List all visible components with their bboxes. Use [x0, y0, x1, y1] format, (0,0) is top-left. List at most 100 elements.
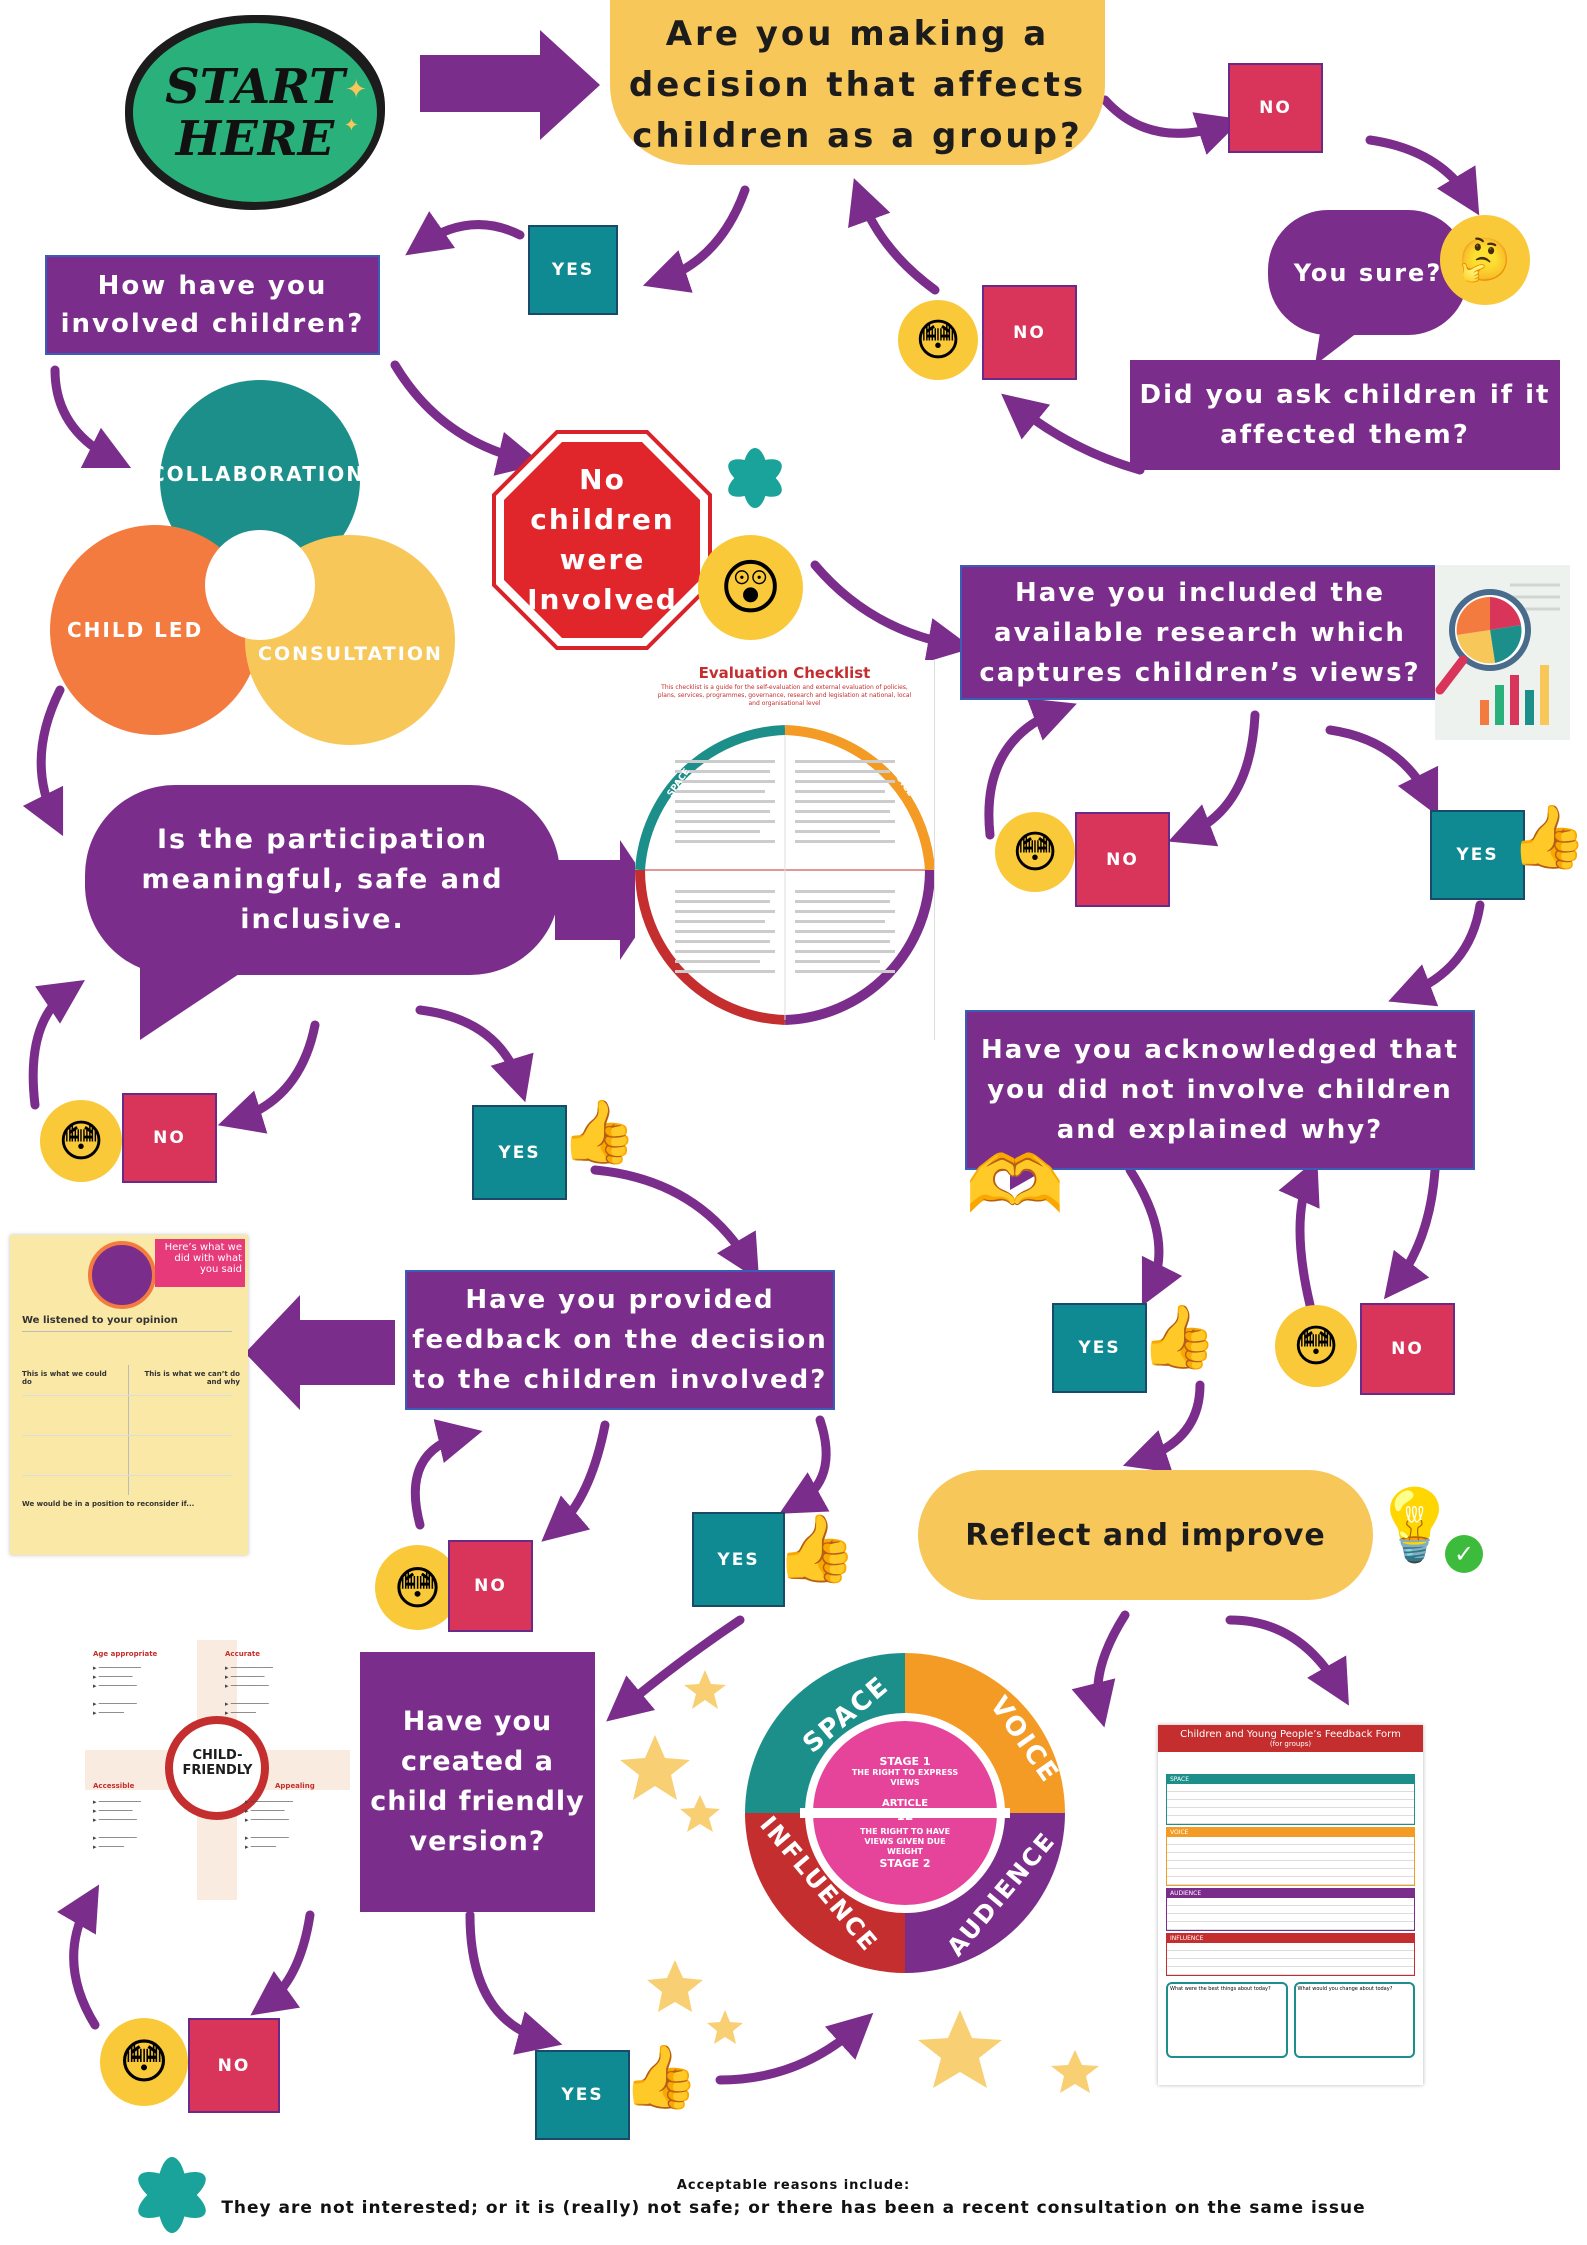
- form-section-audience-label: AUDIENCE: [1167, 1889, 1414, 1898]
- research-line2: available research which: [994, 617, 1406, 648]
- acknowledged-line1: Have you acknowledged that: [981, 1035, 1459, 1065]
- arrow-participation-to-yes: [415, 1005, 534, 1103]
- participation-venn-diagram: [50, 380, 455, 745]
- arrow-stop-to-research: [810, 560, 973, 663]
- stop-sign-icon: [492, 430, 712, 650]
- you-sure-bubble: You sure?: [1268, 210, 1468, 335]
- flushed-face-icon: 😳: [100, 2018, 188, 2106]
- arrow-reflect-to-lundy: [1071, 1610, 1130, 1728]
- form-section-voice: VOICE: [1166, 1827, 1415, 1886]
- flushed-face-icon: 😳: [898, 300, 978, 380]
- arrow-acknowledged-to-yes: [1125, 1165, 1183, 1307]
- question-participation: Is the participation meaningful, safe an…: [85, 785, 560, 975]
- stop-sign-text: No children were Involved: [505, 445, 700, 635]
- yes-button[interactable]: YES: [1052, 1303, 1147, 1393]
- yes-button[interactable]: YES: [692, 1512, 785, 1607]
- child-friendly-line2: created a: [400, 1746, 555, 1777]
- arrow-childfriendly-to-yes: [465, 1910, 563, 2055]
- thumbs-up-icon: 👍: [1140, 1300, 1218, 1373]
- star-decorations: [620, 1670, 1099, 2093]
- arrow-how-to-stop: [390, 360, 543, 476]
- friendly-accessible-label: Accessible: [93, 1782, 135, 1790]
- yes-button[interactable]: YES: [1430, 810, 1525, 900]
- lundy-model-diagram: [745, 1653, 1065, 1973]
- arrow-didask-to-no: [1001, 393, 1145, 475]
- no-button[interactable]: NO: [448, 1540, 533, 1632]
- question-how-involved: How have you involved children?: [45, 255, 380, 355]
- no-button[interactable]: NO: [1360, 1303, 1455, 1395]
- no-button[interactable]: NO: [122, 1093, 217, 1183]
- research-line1: Have you included the: [1014, 577, 1386, 608]
- sparkle-icon: ✦: [343, 115, 359, 136]
- arrow-yes-to-childfriendly: [606, 1615, 745, 1722]
- arrow-no-to-participation: [28, 980, 85, 1110]
- arrow-yes-to-reflect: [1122, 1380, 1205, 1473]
- arrow-yes-to-acknowledged: [1388, 900, 1485, 1007]
- child-friendly-line4: version?: [409, 1826, 546, 1857]
- q-group-line3: children as a group?: [632, 115, 1083, 156]
- participation-bubble-tail: [140, 960, 260, 1040]
- yes-button[interactable]: YES: [528, 225, 618, 315]
- doc-logo: [88, 1241, 156, 1309]
- q-group-line1: Are you making a: [665, 13, 1050, 54]
- arrow-no-to-feedback: [410, 1419, 483, 1530]
- sparkle-icon: ✦: [345, 75, 367, 105]
- did-ask-line1: Did you ask children if it: [1139, 380, 1551, 410]
- child-friendly-document: CHILD-FRIENDLY Age appropriate Accurate …: [85, 1640, 350, 1900]
- arrow-feedback-to-yes: [779, 1415, 831, 1514]
- check-icon: ✓: [1445, 1535, 1483, 1573]
- opinion-col-left: This is what we could do: [22, 1370, 107, 1386]
- arrow-acknowledged-to-no: [1383, 1165, 1440, 1300]
- arrow-no-to-acknowledged: [1278, 1158, 1320, 1310]
- acknowledged-line2: you did not involve children: [987, 1075, 1453, 1105]
- opinion-col-right: This is what we can’t do and why: [144, 1370, 241, 1386]
- no-button[interactable]: NO: [188, 2018, 280, 2113]
- asterisk-decoration: [138, 448, 782, 2233]
- hand-heart-icon: 🫶: [965, 1138, 1065, 1231]
- opinion-heading: We listened to your opinion: [22, 1315, 178, 1326]
- stop-line2: children: [530, 503, 675, 536]
- arrow-feedback-to-no: [541, 1420, 610, 1542]
- question-did-you-ask: Did you ask children if it affected them…: [1130, 360, 1560, 470]
- start-label: START: [165, 58, 345, 115]
- form-section-space-label: SPACE: [1167, 1775, 1414, 1784]
- arrow-participation-to-checklist: [555, 840, 660, 960]
- flushed-face-icon: 😳: [995, 812, 1075, 892]
- start-here-badge: START HERE ✦ ✦: [125, 15, 385, 210]
- lundy-stage2: STAGE 2: [879, 1857, 931, 1870]
- arrow-no-to-yousure: [1365, 135, 1480, 216]
- no-button[interactable]: NO: [1075, 812, 1170, 907]
- form-box-best-label: What were the best things about today?: [1170, 1986, 1271, 1992]
- arrow-venn-to-participation: [22, 685, 65, 837]
- arrow-reflect-to-form: [1225, 1615, 1349, 1706]
- opinion-header: Here’s what we did with what you said: [155, 1239, 245, 1287]
- yes-button[interactable]: YES: [472, 1105, 567, 1200]
- q-group-line2: decision that affects: [628, 64, 1087, 105]
- reflect-label: Reflect and improve: [965, 1517, 1326, 1553]
- stop-line1: No: [579, 463, 626, 496]
- friendly-age-label: Age appropriate: [93, 1650, 158, 1658]
- participation-line1: Is the participation: [156, 824, 489, 855]
- question-feedback: Have you provided feedback on the decisi…: [405, 1270, 835, 1410]
- research-line3: captures children’s views?: [979, 657, 1421, 688]
- form-section-space: SPACE: [1166, 1774, 1415, 1825]
- arrow-no-to-childfriendly: [56, 1884, 100, 2030]
- question-decision-affects-children: Are you making a decision that affects c…: [610, 0, 1105, 165]
- astonished-face-icon: 😲: [698, 535, 803, 640]
- no-button[interactable]: NO: [982, 285, 1077, 380]
- arrow-childfriendly-to-no: [250, 1910, 315, 2016]
- venn-consultation-label: CONSULTATION: [258, 643, 443, 665]
- lundy-inner-text: STAGE 1 THE RIGHT TO EXPRESS VIEWS ARTIC…: [820, 1740, 990, 1885]
- child-friendly-line3: child friendly: [370, 1786, 585, 1817]
- arrow-start-to-question: [420, 30, 600, 140]
- research-chart-icon: [1435, 565, 1570, 740]
- arrow-q-to-yes: [642, 185, 750, 293]
- footer-reasons: They are not interested; or it is (reall…: [221, 2198, 1366, 2218]
- form-section-voice-label: VOICE: [1167, 1828, 1414, 1837]
- form-title: Children and Young People’s Feedback For…: [1180, 1729, 1401, 1740]
- form-box-change: What would you change about today?: [1293, 1982, 1415, 2058]
- yes-button[interactable]: YES: [535, 2050, 630, 2140]
- reflect-and-improve: Reflect and improve: [918, 1470, 1373, 1600]
- no-button[interactable]: NO: [1228, 63, 1323, 153]
- arrow-yes-to-feedback: [590, 1165, 760, 1281]
